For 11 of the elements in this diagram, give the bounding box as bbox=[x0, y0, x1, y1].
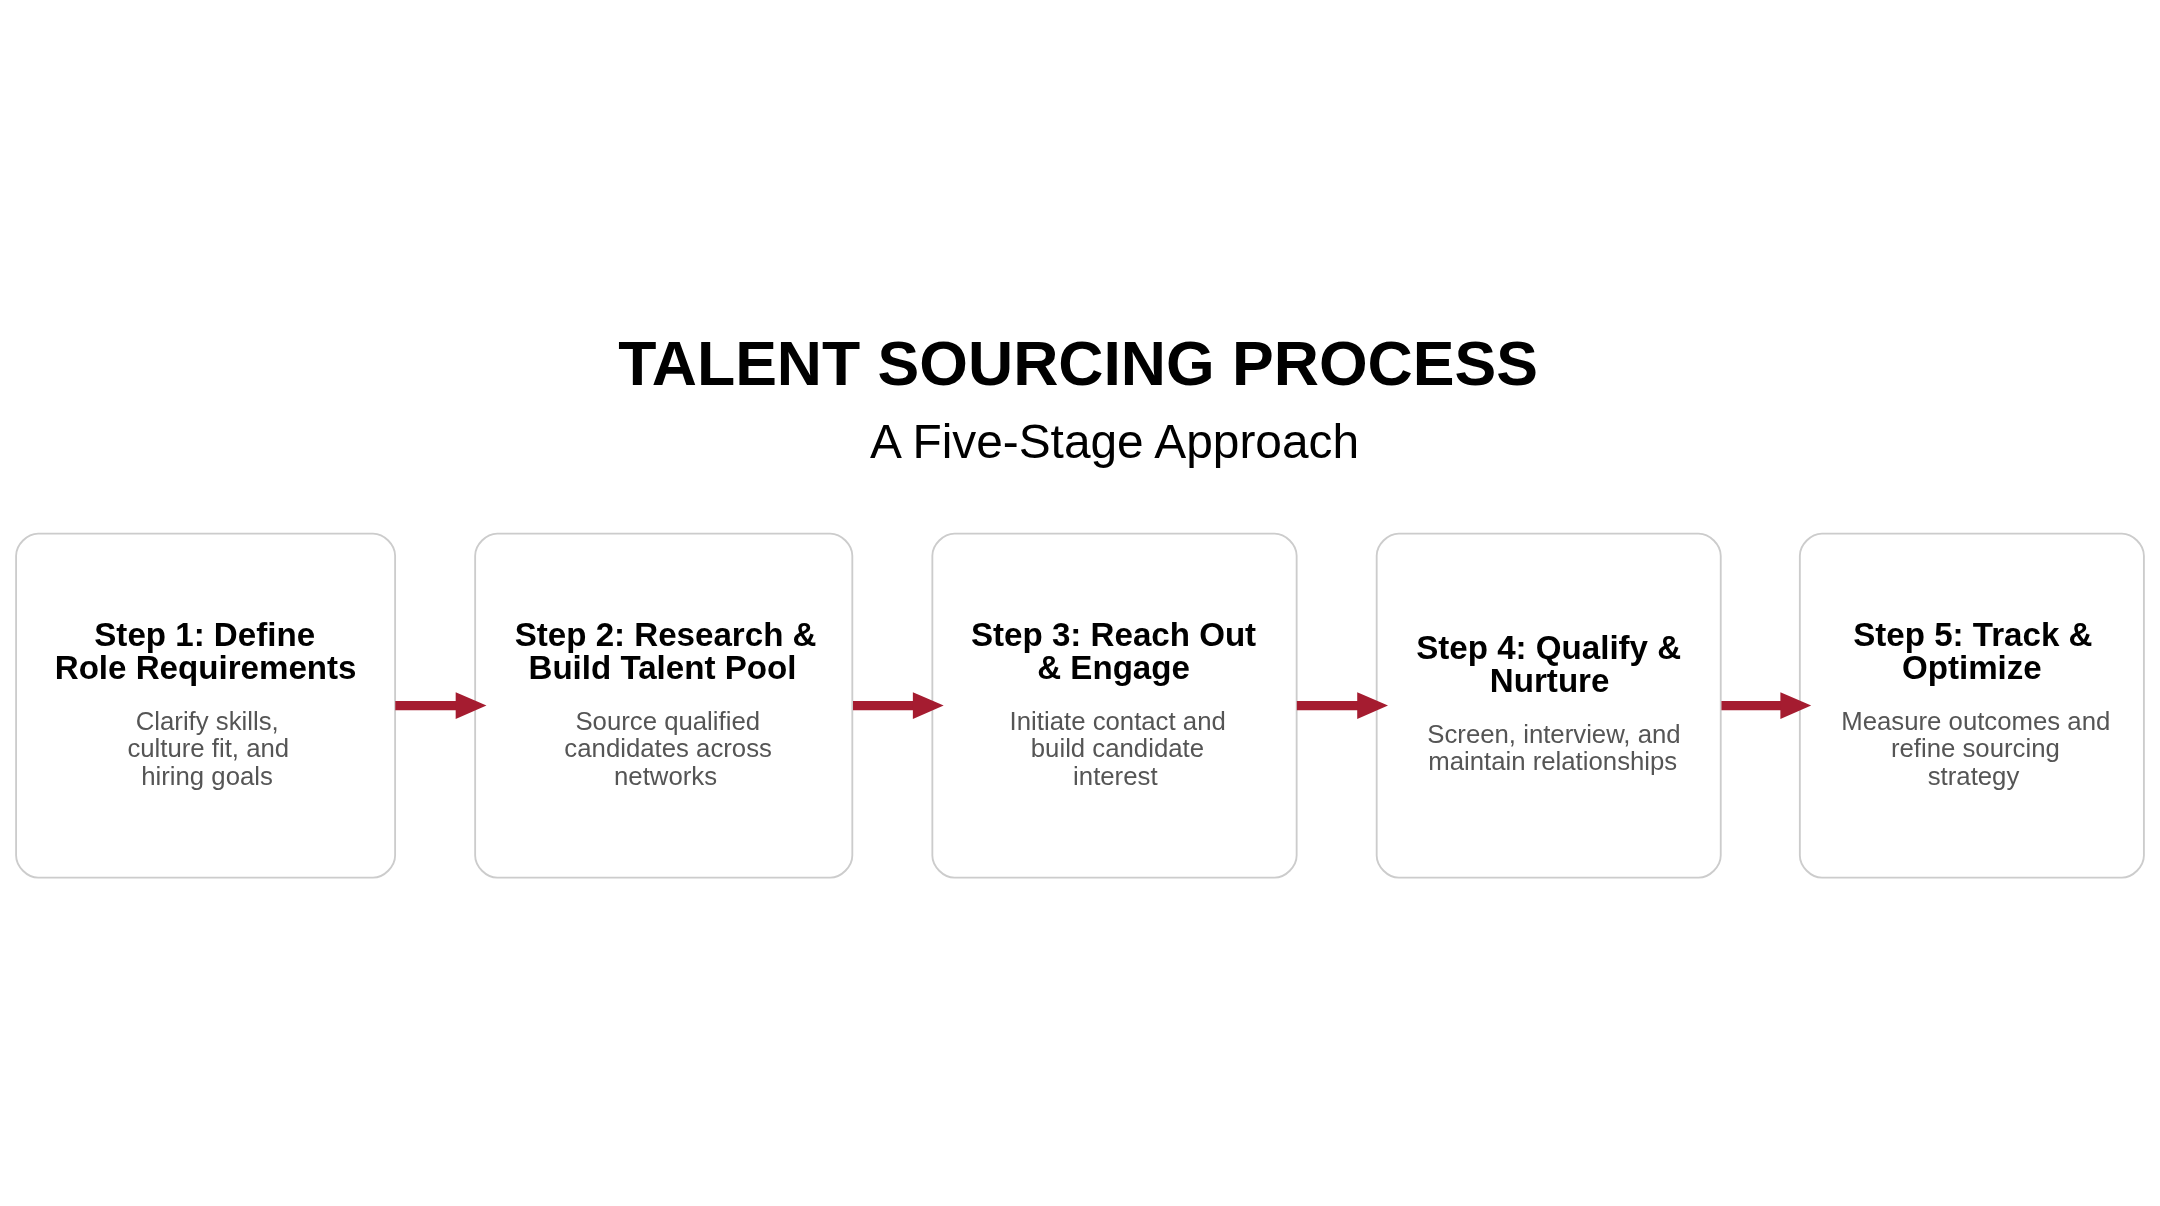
node-box: Step 2: Research & Build Talent Pool Source qualified candidates across networks bbox=[474, 532, 854, 879]
node-box: Step 3: Reach Out & Engage Initiate contact and build candidate interest bbox=[931, 532, 1298, 879]
node-box: Step 1: Define Role Requirements Clarify skills, culture fit, and hiring goals bbox=[15, 532, 397, 879]
node-box: Step 4: Qualify & Nurture Screen, interview, and maintain relationships bbox=[1375, 532, 1722, 879]
arrow bbox=[395, 691, 487, 719]
diagram-title: TALENT SOURCING PROCESS bbox=[618, 327, 1538, 398]
arrow bbox=[853, 691, 944, 719]
label: A Five-Stage Approach bbox=[869, 414, 1360, 468]
node-box: Step 5: Track & Optimize Measure outcomes and refine sourcing strategy bbox=[1798, 532, 2145, 879]
arrow bbox=[1296, 691, 1388, 719]
arrow bbox=[1721, 691, 1812, 719]
